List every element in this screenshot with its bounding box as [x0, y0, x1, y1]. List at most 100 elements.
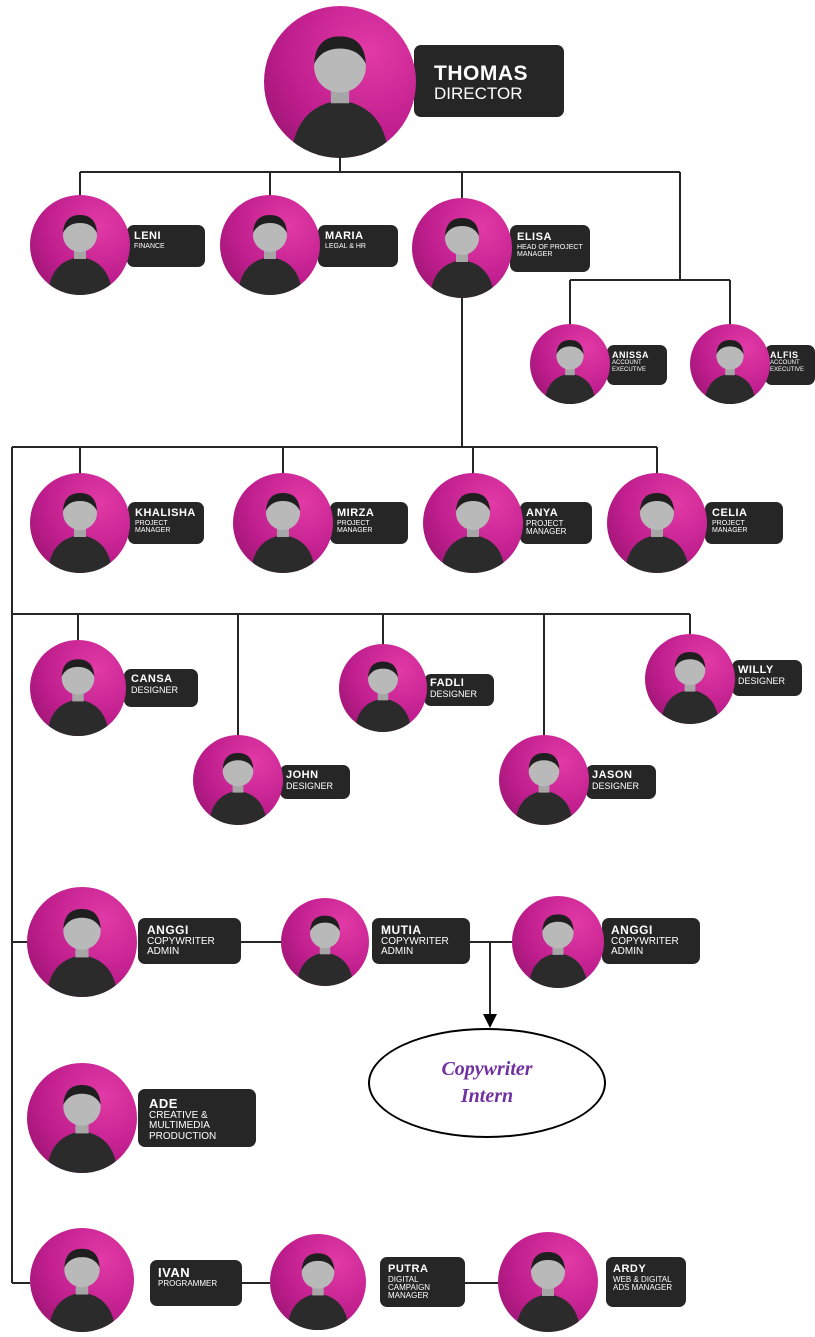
avatar — [423, 473, 523, 573]
person-role: ACCOUNT EXECUTIVE — [612, 360, 647, 373]
person-role: HEAD OF PROJECT MANAGER — [517, 243, 583, 258]
person-name: IVAN — [158, 1265, 191, 1280]
avatar — [690, 324, 770, 404]
person-name: LENI — [134, 230, 162, 242]
avatar — [530, 324, 610, 404]
person-name: MUTIA — [381, 923, 422, 937]
person-name: ANGGI — [611, 923, 653, 937]
avatar — [412, 198, 512, 298]
person-role: LEGAL & HR — [325, 242, 366, 250]
person-role: DESIGNER — [430, 688, 478, 699]
person-photo-icon — [354, 661, 412, 732]
person-role: DIGITAL CAMPAIGN MANAGER — [388, 1274, 431, 1301]
person-photo-icon — [296, 915, 354, 986]
person-photo-icon — [48, 493, 112, 573]
person-role: PROJECT MANAGER — [526, 518, 567, 536]
person-photo-icon — [291, 36, 389, 158]
avatar — [264, 6, 416, 158]
person-role: DESIGNER — [738, 675, 786, 686]
person-photo-icon — [48, 215, 112, 295]
person-photo-icon — [544, 340, 596, 404]
person-name: THOMAS — [434, 62, 528, 85]
person-name: ANISSA — [612, 350, 650, 360]
avatar — [30, 473, 130, 573]
person-role: PROJECT MANAGER — [712, 519, 748, 534]
avatar — [30, 195, 130, 295]
person-name: ADE — [149, 1096, 178, 1111]
person-role: DESIGNER — [286, 780, 334, 791]
person-photo-icon — [251, 493, 315, 573]
person-photo-icon — [46, 909, 118, 997]
person-photo-icon — [528, 914, 588, 988]
avatar — [512, 896, 604, 988]
person-photo-icon — [47, 659, 109, 736]
avatar — [607, 473, 707, 573]
person-photo-icon — [515, 753, 573, 825]
person-name: KHALISHA — [135, 507, 196, 519]
person-role: COPYWRITER ADMIN — [147, 935, 215, 958]
person-name: ANYA — [526, 507, 559, 519]
avatar — [27, 887, 137, 997]
person-photo-icon — [430, 218, 494, 298]
person-name: ARDY — [613, 1263, 647, 1275]
person-photo-icon — [441, 493, 505, 573]
person-photo-icon — [516, 1252, 580, 1332]
avatar — [30, 1228, 134, 1332]
person-role: CREATIVE & MULTIMEDIA PRODUCTION — [149, 1109, 217, 1142]
person-name: ALFIS — [770, 350, 799, 360]
person-role: DESIGNER — [592, 780, 640, 791]
person-name: JASON — [592, 769, 633, 781]
avatar — [220, 195, 320, 295]
avatar — [339, 644, 427, 732]
copywriter-intern-oval: Copywriter Intern — [368, 1028, 606, 1138]
avatar — [193, 735, 283, 825]
person-photo-icon — [48, 1248, 116, 1332]
person-name: CANSA — [131, 673, 173, 685]
avatar — [499, 735, 589, 825]
person-photo-icon — [704, 340, 756, 404]
person-name: ANGGI — [147, 923, 189, 937]
person-role: DESIGNER — [131, 684, 179, 695]
person-role: COPYWRITER ADMIN — [381, 935, 449, 958]
person-photo-icon — [209, 753, 267, 825]
person-photo-icon — [287, 1253, 349, 1330]
person-name: FADLI — [430, 677, 465, 689]
intern-line-1: Copywriter — [441, 1058, 533, 1080]
person-name: PUTRA — [388, 1263, 429, 1275]
person-name: CELIA — [712, 507, 748, 519]
person-role: ACCOUNT EXECUTIVE — [770, 360, 805, 373]
person-role: FINANCE — [134, 242, 165, 250]
avatar — [645, 634, 735, 724]
person-photo-icon — [46, 1085, 118, 1173]
person-name: MARIA — [325, 230, 364, 242]
avatar — [233, 473, 333, 573]
person-name: ELISA — [517, 231, 552, 243]
person-name: WILLY — [738, 664, 774, 676]
person-role: PROJECT MANAGER — [337, 519, 373, 534]
person-role: WEB & DIGITAL ADS MANAGER — [613, 1274, 673, 1292]
avatar — [27, 1063, 137, 1173]
person-role: COPYWRITER ADMIN — [611, 935, 679, 958]
